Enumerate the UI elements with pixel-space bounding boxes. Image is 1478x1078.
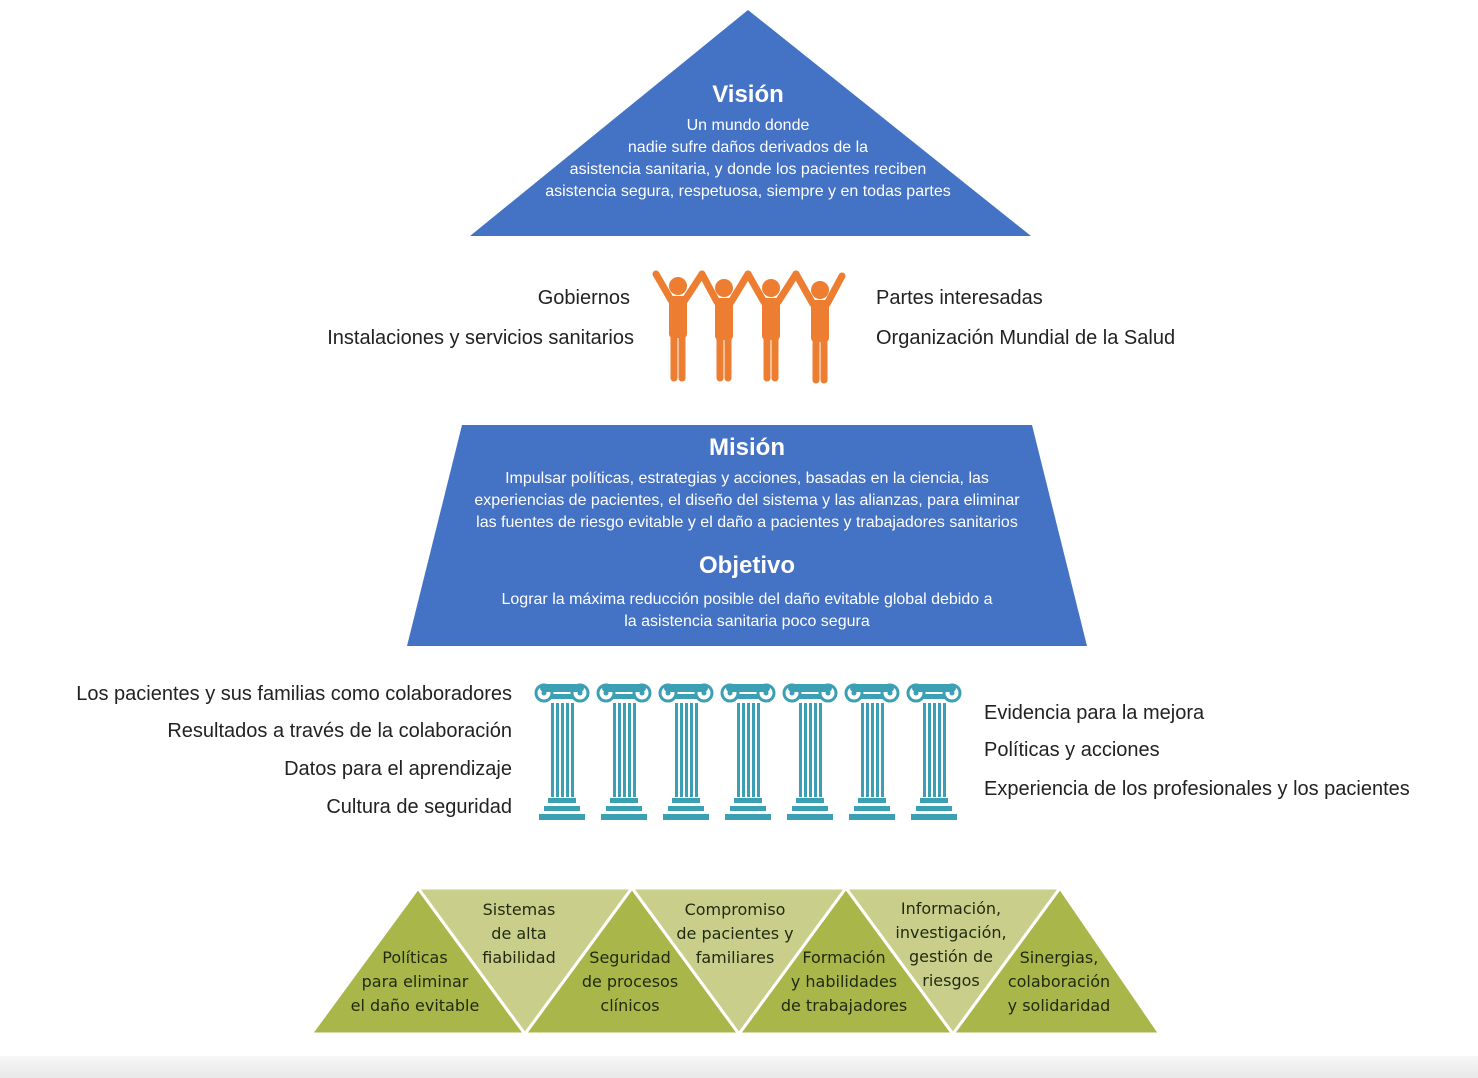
stakeholder-left-2: Instalaciones y servicios sanitarios — [327, 327, 634, 349]
objective-6-line: gestión de — [908, 947, 994, 966]
objective-4-line: de pacientes y — [676, 924, 794, 943]
column-icon — [782, 682, 838, 822]
objective-title: Objetivo — [698, 552, 795, 579]
vision-triangle-shape — [470, 10, 1031, 236]
mission-line: experiencias de pacientes, el diseño del… — [474, 492, 1020, 509]
objective-2-line: de alta — [491, 924, 547, 943]
objective-7-line: y solidaridad — [1007, 996, 1111, 1015]
vision-line: nadie sufre daños derivados de la — [627, 139, 869, 156]
objective-2-line: fiabilidad — [482, 948, 556, 967]
objective-7-line: Sinergias, — [1019, 948, 1099, 967]
objective-2-line: Sistemas — [482, 900, 556, 919]
objective-line: Lograr la máxima reducción posible del d… — [501, 591, 993, 608]
objective-1-text: Políticas para eliminar el daño evitable — [330, 946, 500, 1018]
objective-1-line: el daño evitable — [350, 996, 480, 1015]
pillar-label-left-2: Resultados a través de la colaboración — [167, 720, 512, 742]
stakeholder-left-1: Gobiernos — [537, 287, 630, 309]
pillar-label-left-4: Cultura de seguridad — [326, 796, 512, 818]
vision-line: Un mundo donde — [686, 117, 810, 134]
objective-4-text: Compromiso de pacientes y familiares — [660, 898, 810, 970]
objective-6-line: Información, — [900, 899, 1002, 918]
objective-3-text: Seguridad de procesos clínicos — [555, 946, 705, 1018]
objective-triangle-up — [950, 885, 1163, 1036]
vision-text: Un mundo donde nadie sufre daños derivad… — [498, 115, 998, 203]
objectives-band — [308, 885, 1163, 1037]
objective-3-line: Seguridad — [589, 948, 671, 967]
mission-trapezoid-shape — [407, 425, 1087, 646]
objective-5-text: Formación y habilidades de trabajadores — [764, 946, 924, 1018]
stakeholder-right-1: Partes interesadas — [876, 287, 1043, 309]
mission-line: Impulsar políticas, estrategias y accion… — [505, 470, 989, 487]
objective-3-line: clínicos — [600, 996, 660, 1015]
objective-2-text: Sistemas de alta fiabilidad — [444, 898, 594, 970]
pillars-group — [534, 682, 962, 822]
mission-line: las fuentes de riesgo evitable y el daño… — [476, 514, 1018, 531]
pillar-label-right-1: Evidencia para la mejora — [984, 702, 1205, 724]
bottom-shadow-band — [0, 1056, 1478, 1078]
objective-6-text: Información, investigación, gestión de r… — [876, 897, 1026, 993]
objective-7-text: Sinergias, colaboración y solidaridad — [984, 946, 1134, 1018]
objective-text: Lograr la máxima reducción posible del d… — [447, 589, 1047, 633]
column-icon — [658, 682, 714, 822]
objective-4-line: Compromiso — [684, 900, 786, 919]
column-icon — [720, 682, 776, 822]
objective-5-line: Formación — [802, 948, 886, 967]
objective-1-line: Políticas — [382, 948, 448, 967]
objective-6-line: investigación, — [895, 923, 1007, 942]
vision-line: asistencia segura, respetuosa, siempre y… — [545, 183, 951, 200]
objective-line: la asistencia sanitaria poco segura — [624, 613, 870, 630]
objective-3-line: de procesos — [581, 972, 679, 991]
objective-7-line: colaboración — [1007, 972, 1111, 991]
objective-5-line: de trabajadores — [780, 996, 908, 1015]
objective-1-line: para eliminar — [361, 972, 469, 991]
pillar-label-right-3: Experiencia de los profesionales y los p… — [984, 778, 1410, 800]
pillar-label-left-1: Los pacientes y sus familias como colabo… — [76, 683, 512, 705]
people-raising-arms-icon — [652, 270, 846, 384]
mission-text: Impulsar políticas, estrategias y accion… — [447, 468, 1047, 534]
vision-title: Visión — [712, 81, 784, 108]
objective-6-line: riesgos — [922, 971, 980, 990]
objective-5-line: y habilidades — [790, 972, 898, 991]
column-icon — [596, 682, 652, 822]
pillar-label-right-2: Políticas y acciones — [984, 739, 1160, 761]
column-icon — [906, 682, 962, 822]
stakeholder-right-2: Organización Mundial de la Salud — [876, 327, 1176, 349]
column-icon — [534, 682, 590, 822]
column-icon — [844, 682, 900, 822]
pillar-label-left-3: Datos para el aprendizaje — [284, 758, 512, 780]
objective-4-line: familiares — [695, 948, 775, 967]
vision-line: asistencia sanitaria, y donde los pacien… — [569, 161, 927, 178]
mission-title: Misión — [709, 434, 785, 461]
